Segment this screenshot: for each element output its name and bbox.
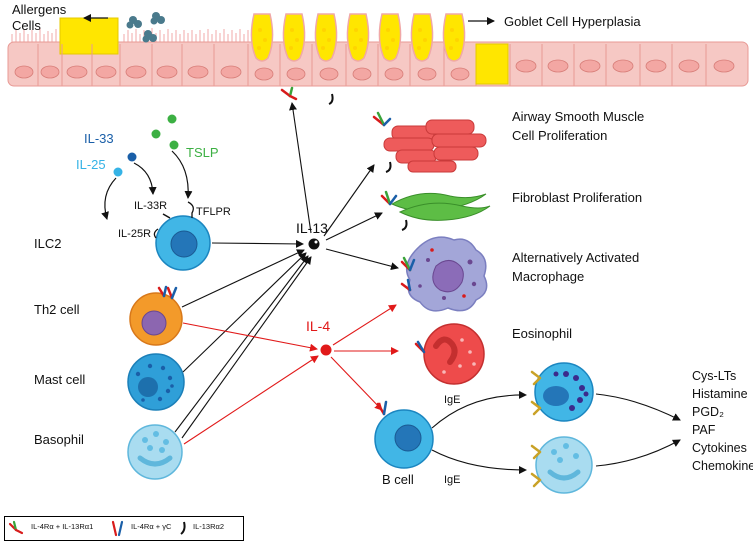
allergens-label: Allergens — [12, 2, 67, 17]
il4-to-bcell — [330, 356, 383, 411]
goblet-hyperplasia-label: Goblet Cell Hyperplasia — [504, 14, 641, 29]
tslp-label: TSLP — [186, 145, 219, 160]
mast-cell-label: Mast cell — [34, 372, 86, 387]
tslp-dot — [167, 114, 177, 124]
macrophage-cell — [405, 236, 488, 312]
mediator-item: Cys-LTs — [692, 369, 737, 383]
il33-dot — [127, 152, 137, 162]
allergen-particles — [126, 12, 165, 43]
il4-node — [320, 344, 332, 356]
cells-label: Cells — [12, 18, 41, 33]
basophil-label: Basophil — [34, 432, 84, 447]
tslp-dot — [151, 129, 161, 139]
fibroblast-cells — [390, 192, 491, 221]
mast-to-il13 — [182, 252, 307, 373]
legend-item-il4ra-yc: IL-4Rα + γC — [131, 522, 172, 531]
tslp-dot — [169, 140, 179, 150]
il13-to-smooth-muscle — [323, 164, 375, 237]
il4-label: IL-4 — [306, 318, 331, 334]
activated-mast-cell — [530, 362, 594, 422]
il25r-label: IL-25R — [118, 228, 152, 240]
tslp-arrow — [171, 150, 193, 199]
activated-basophil — [530, 436, 593, 494]
legend-icon-il4ra-il13ra1 — [8, 520, 24, 535]
epithelium-receptor — [280, 86, 298, 101]
mucus-block — [59, 17, 119, 55]
asm-label-line2: Cell Proliferation — [512, 128, 608, 143]
il13-to-fibroblast — [325, 212, 383, 241]
mast-to-mediators — [595, 393, 681, 421]
basophil-to-il13-b — [181, 256, 312, 439]
mast-cell — [127, 353, 185, 411]
basophil-to-mediators — [595, 439, 681, 467]
bcell-label: B cell — [382, 472, 414, 487]
smooth-muscle-receptor — [372, 111, 392, 127]
bcell-to-mast — [431, 390, 527, 429]
il25-label: IL-25 — [76, 157, 106, 172]
il33-arrow — [133, 162, 157, 195]
tflpr-label: TFLPR — [196, 206, 231, 218]
macrophage-receptor — [400, 256, 416, 292]
il25-dot — [113, 167, 123, 177]
legend-icon-il13ra2 — [180, 521, 186, 535]
basophil-to-il13 — [174, 255, 309, 433]
mediator-item: Histamine — [692, 387, 748, 401]
il25-arrow — [101, 177, 117, 220]
th2-label: Th2 cell — [34, 302, 80, 317]
fibroblast-receptor — [380, 190, 398, 206]
legend-item-il4ra-il13ra1: IL-4Rα + IL-13Rα1 — [31, 522, 94, 531]
macrophage-label-line1: Alternatively Activated — [512, 250, 640, 265]
th2-to-il13 — [181, 249, 305, 308]
airway-epithelium — [7, 12, 749, 87]
il13-to-epithelium — [289, 102, 312, 234]
b-cell — [374, 409, 434, 469]
ilc2-to-il13 — [211, 239, 304, 248]
epithelial-nuclei — [14, 59, 735, 81]
legend: IL-4Rα + IL-13Rα1 IL-4Rα + γC IL-13Rα2 — [4, 516, 244, 541]
il33r-label: IL-33R — [134, 200, 168, 212]
basophil-cell — [127, 424, 183, 480]
bcell-receptor — [376, 400, 388, 416]
ilc2-cell — [153, 201, 211, 271]
eosinophil-cell — [423, 323, 485, 385]
th2-to-il4 — [182, 322, 318, 352]
il33-label: IL-33 — [84, 131, 114, 146]
il13-node — [308, 238, 320, 250]
eosinophil-label: Eosinophil — [512, 326, 572, 341]
epithelium-il13ra2 — [328, 93, 334, 105]
eosinophil-receptor — [414, 340, 426, 354]
fibroblast-label: Fibroblast Proliferation — [512, 190, 643, 205]
il4-to-macrophage — [332, 304, 397, 346]
mediator-item: Chemokines — [692, 459, 753, 473]
ige-top-label: IgE — [444, 394, 461, 406]
basophil-to-il4 — [183, 355, 319, 445]
il13-label: IL-13 — [296, 220, 328, 236]
macrophage-label-line2: Macrophage — [512, 269, 585, 284]
goblet-cells — [250, 13, 509, 85]
legend-item-il13ra2: IL-13Rα2 — [193, 522, 225, 531]
th2-cell — [129, 285, 183, 346]
mediator-item: PGD₂ — [692, 405, 724, 419]
smooth-muscle-cells — [383, 119, 487, 173]
mediator-item: Cytokines — [692, 441, 747, 455]
bcell-to-basophil — [431, 449, 527, 474]
il13-to-macrophage — [325, 248, 399, 271]
ige-bottom-label: IgE — [444, 474, 461, 486]
mediator-item: PAF — [692, 423, 716, 437]
ilc2-label: ILC2 — [34, 236, 62, 251]
asm-label-line1: Airway Smooth Muscle — [512, 109, 645, 124]
legend-icon-il4ra-yc — [111, 520, 124, 537]
